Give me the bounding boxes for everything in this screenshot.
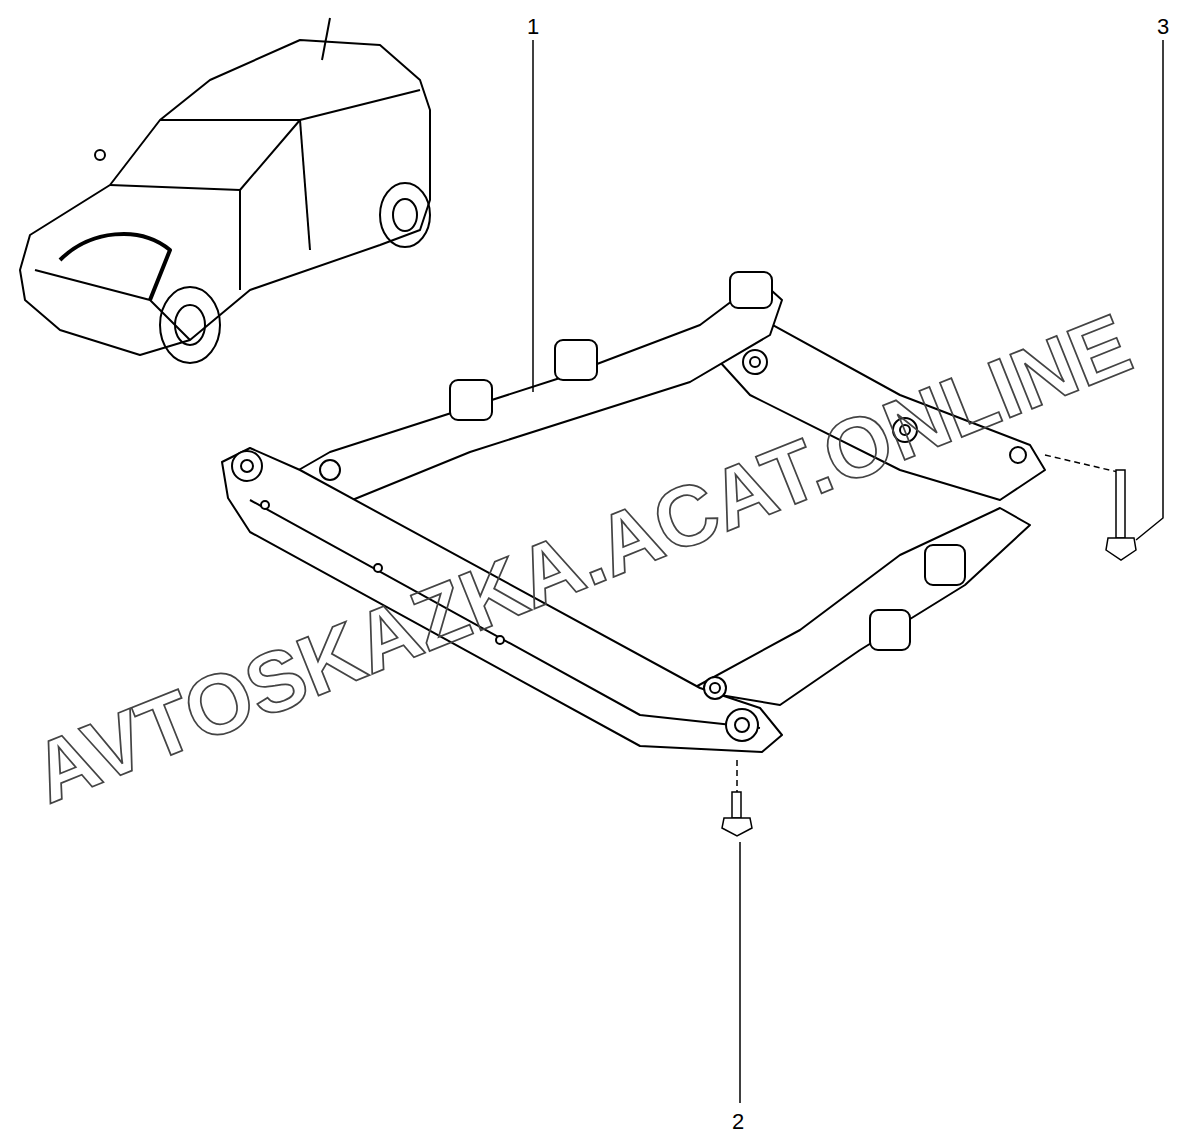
callout-number: 3 bbox=[1157, 16, 1169, 38]
callout-number: 2 bbox=[732, 1111, 744, 1133]
bolts bbox=[722, 470, 1136, 836]
callout-number: 1 bbox=[527, 16, 539, 38]
car-thumbnail bbox=[20, 18, 430, 363]
